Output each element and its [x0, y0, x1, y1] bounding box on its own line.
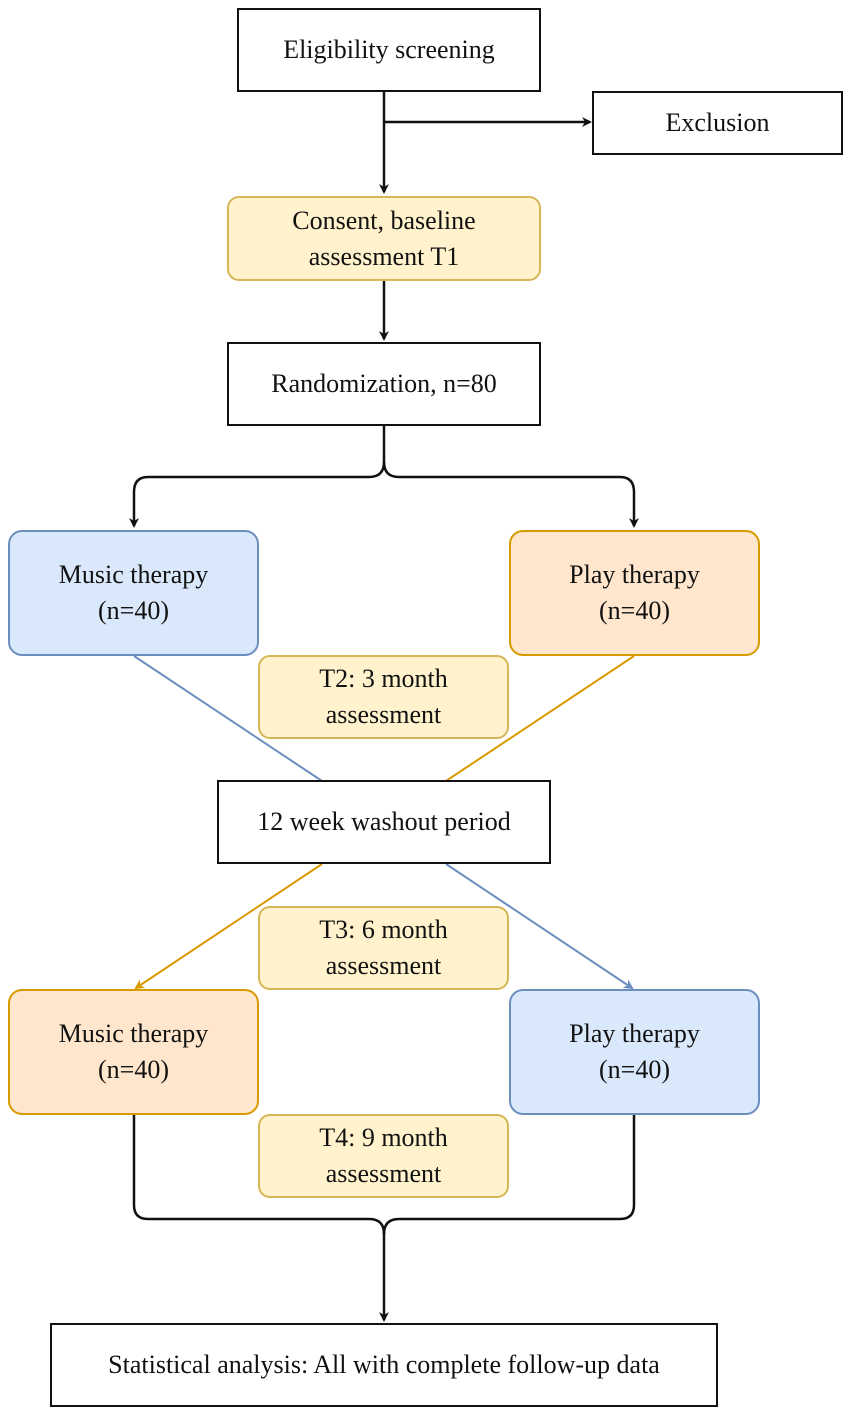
t4-assessment-box: T4: 9 month assessment	[258, 1114, 509, 1198]
statistical-analysis-label: Statistical analysis: All with complete …	[108, 1350, 660, 1379]
arrow-washout-to-play2	[445, 863, 634, 990]
consent-line-2: assessment T1	[308, 241, 460, 271]
statistical-analysis-box: Statistical analysis: All with complete …	[50, 1323, 718, 1407]
exclusion-label: Exclusion	[665, 108, 770, 137]
t3-line-2: assessment	[325, 951, 442, 980]
arrow-randomization-to-music	[129, 426, 386, 528]
music-therapy-1-count: (n=40)	[98, 596, 169, 625]
washout-label: 12 week washout period	[257, 807, 511, 836]
play-therapy-period-2-box: Play therapy (n=40)	[509, 989, 760, 1115]
washout-period-box: 12 week washout period	[217, 780, 551, 864]
randomization-label: Randomization, n=80	[271, 369, 497, 398]
line-music2-to-merge	[132, 1115, 386, 1235]
music-therapy-period-1-box: Music therapy (n=40)	[8, 530, 259, 656]
t2-assessment-box: T2: 3 month assessment	[258, 655, 509, 739]
play-therapy-2-label: Play therapy	[569, 1019, 700, 1048]
t2-line-1: T2: 3 month	[319, 664, 448, 693]
t4-line-1: T4: 9 month	[319, 1123, 448, 1152]
play-therapy-period-1-box: Play therapy (n=40)	[509, 530, 760, 656]
play-therapy-1-count: (n=40)	[599, 596, 670, 625]
t4-line-2: assessment	[325, 1159, 442, 1188]
t3-assessment-box: T3: 6 month assessment	[258, 906, 509, 990]
music-therapy-1-label: Music therapy	[58, 560, 209, 589]
line-music1-to-washout	[133, 655, 323, 782]
music-therapy-period-2-box: Music therapy (n=40)	[8, 989, 259, 1115]
randomization-box: Randomization, n=80	[227, 342, 541, 426]
play-therapy-2-count: (n=40)	[599, 1055, 670, 1084]
line-play1-to-washout	[445, 655, 635, 782]
t2-line-2: assessment	[325, 700, 442, 729]
t3-line-1: T3: 6 month	[319, 915, 448, 944]
eligibility-screening-label: Eligibility screening	[283, 35, 495, 64]
exclusion-box: Exclusion	[592, 91, 843, 155]
eligibility-screening-box: Eligibility screening	[237, 8, 541, 92]
music-therapy-2-label: Music therapy	[58, 1019, 209, 1048]
arrow-washout-to-music2	[134, 863, 323, 990]
arrow-randomization-to-play	[382, 461, 639, 528]
play-therapy-1-label: Play therapy	[569, 560, 700, 589]
consent-line-1: Consent, baseline	[292, 205, 476, 235]
music-therapy-2-count: (n=40)	[98, 1055, 169, 1084]
line-play2-to-merge	[382, 1115, 636, 1235]
consent-baseline-box: Consent, baseline assessment T1	[227, 196, 541, 281]
